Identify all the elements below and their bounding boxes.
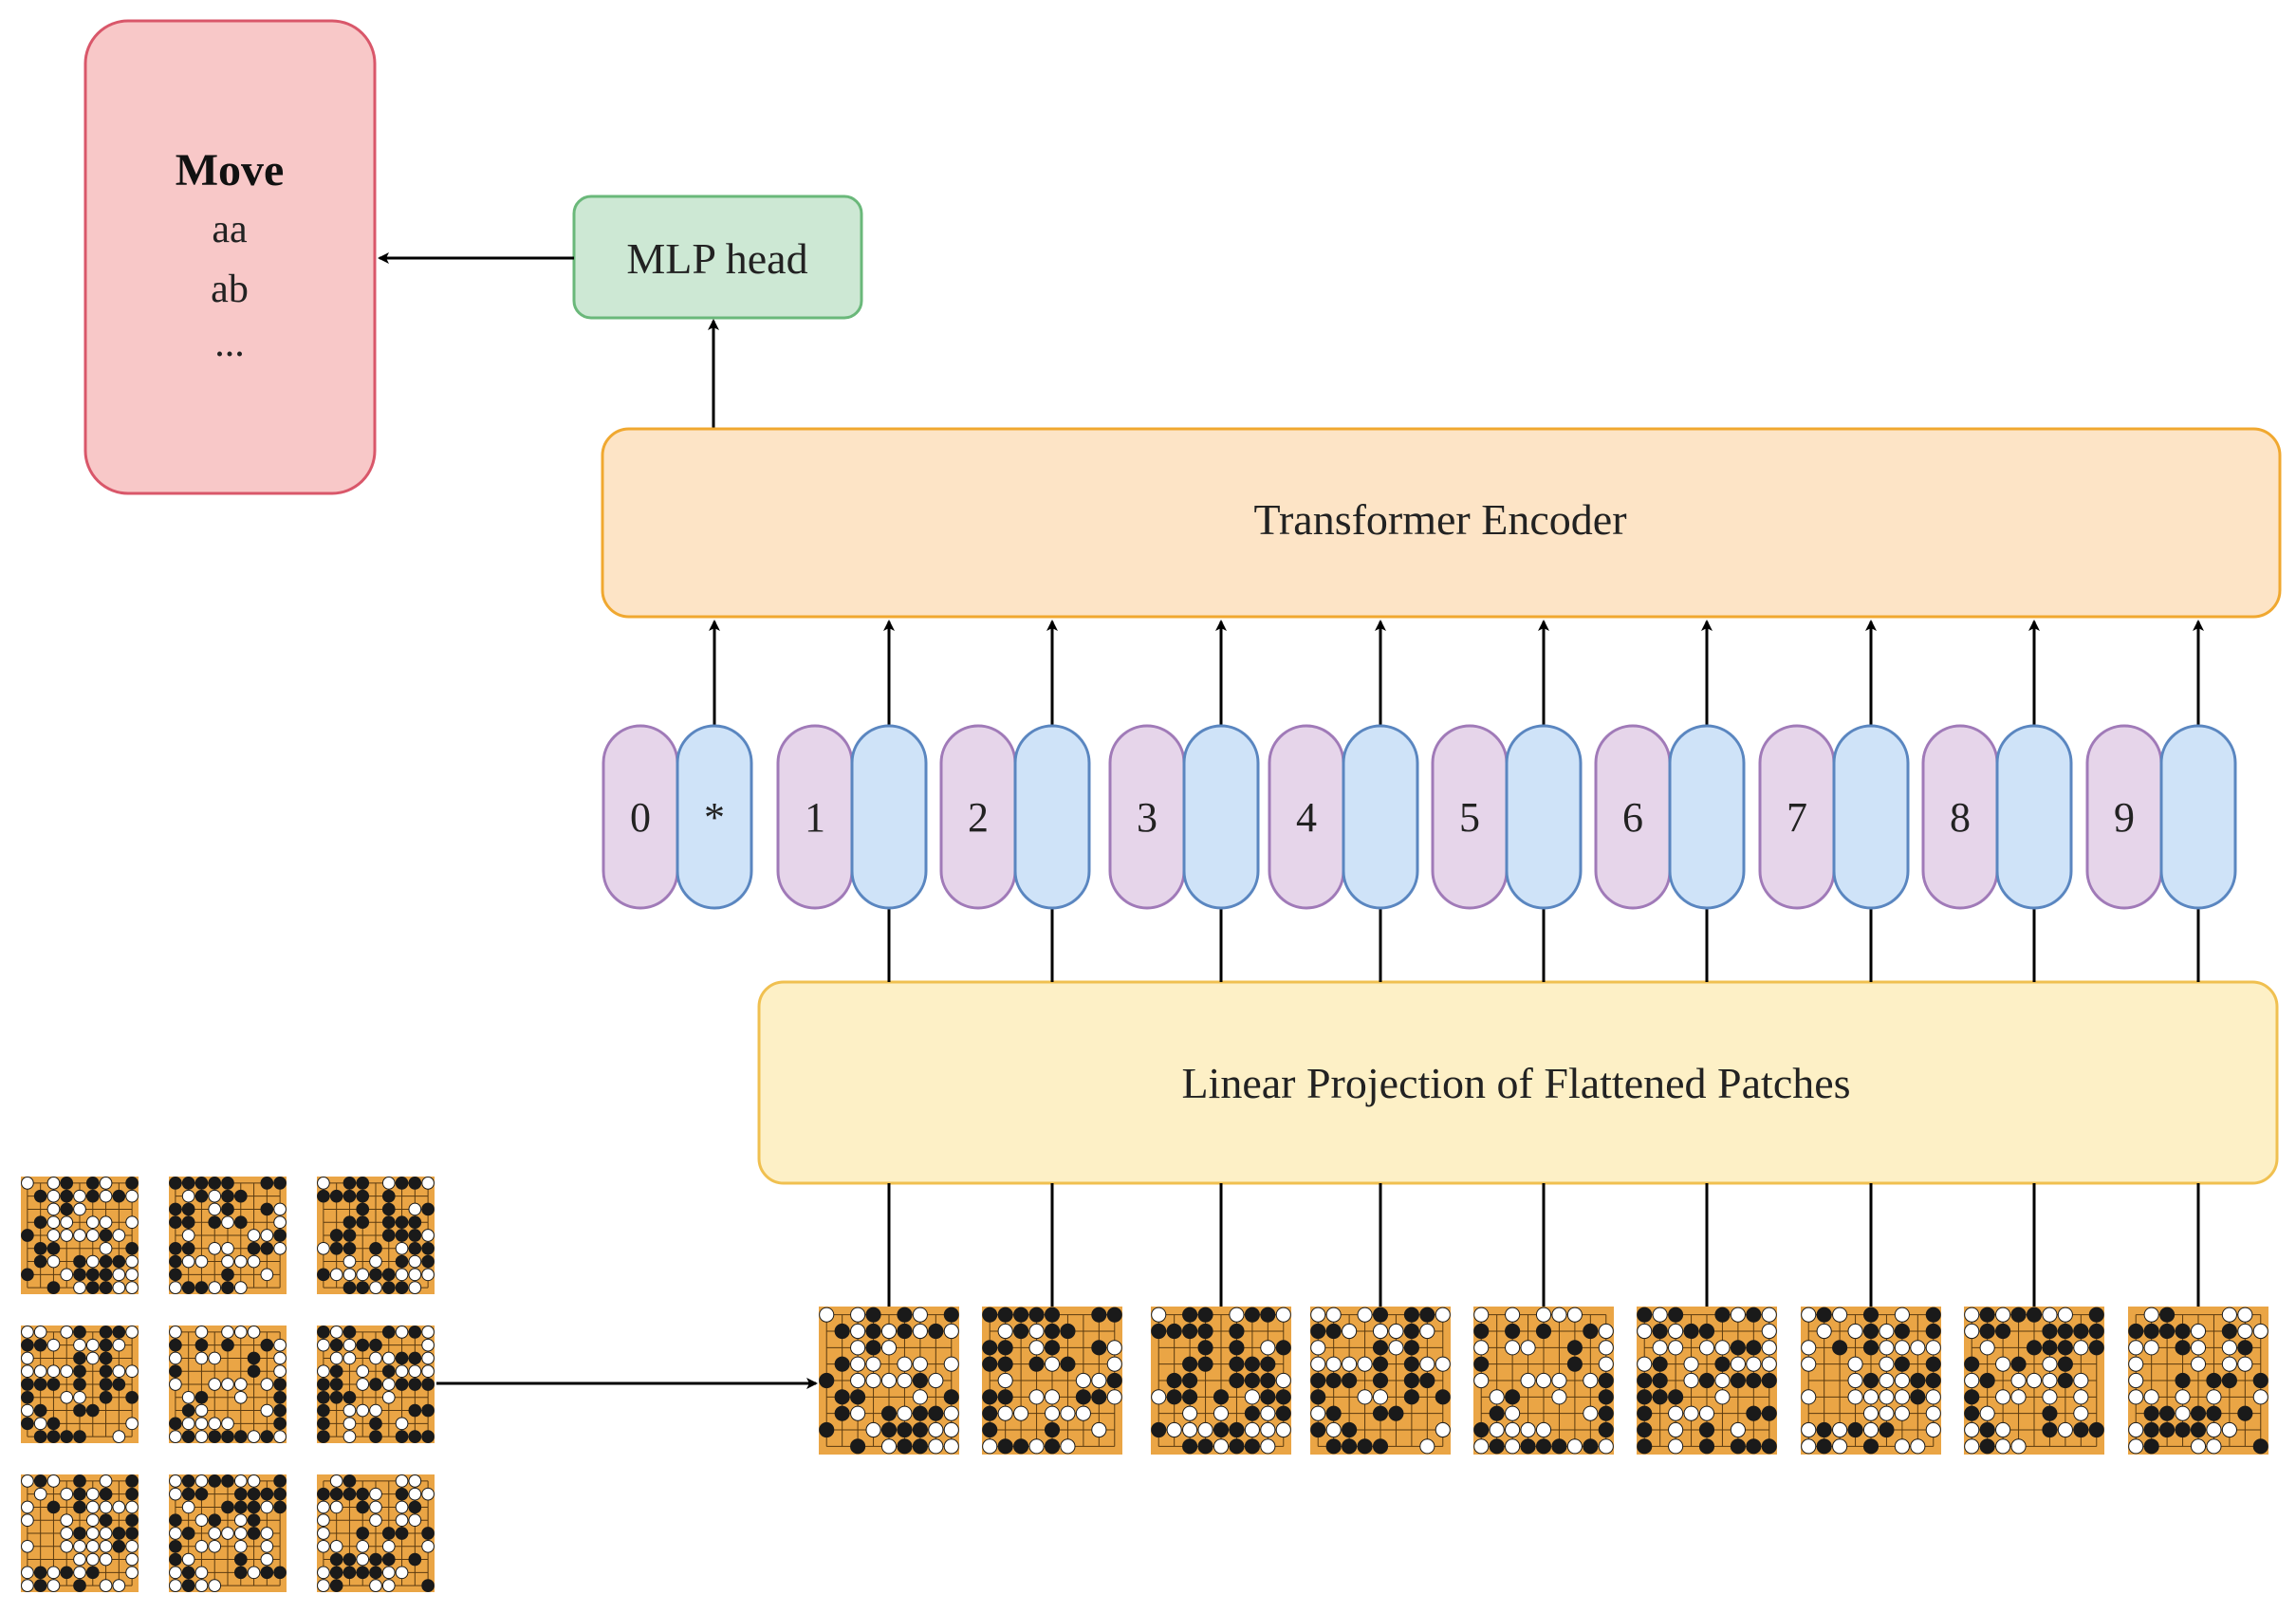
patch-sequence bbox=[819, 1307, 2268, 1455]
output-move-box: Move aa ab ... bbox=[83, 19, 377, 495]
grid-patch-4 bbox=[21, 1326, 139, 1443]
output-title: Move bbox=[176, 145, 285, 195]
position-embedding-label: 1 bbox=[805, 794, 825, 841]
grid-patch-7 bbox=[21, 1474, 139, 1592]
grid-patch-2 bbox=[169, 1177, 287, 1294]
grid-patch-6 bbox=[317, 1326, 435, 1443]
token-pair-0: 0* bbox=[602, 724, 753, 910]
transformer-encoder-label: Transformer Encoder bbox=[1253, 495, 1626, 544]
patch-embedding-pill bbox=[850, 724, 928, 910]
position-embedding-label: 0 bbox=[630, 794, 651, 841]
patch-embedding-pill bbox=[1832, 724, 1910, 910]
patch-5 bbox=[1473, 1307, 1614, 1455]
output-item-1: aa bbox=[212, 208, 248, 251]
position-embedding-label: 3 bbox=[1137, 794, 1157, 841]
position-embedding-label: 7 bbox=[1787, 794, 1807, 841]
token-pair-5: 5 bbox=[1431, 724, 1583, 910]
position-embedding-label: 9 bbox=[2114, 794, 2135, 841]
patch-embedding-pill bbox=[1995, 724, 2073, 910]
patch-8 bbox=[1964, 1307, 2104, 1455]
patch-embedding-label: * bbox=[704, 794, 725, 841]
grid-patch-9 bbox=[317, 1474, 435, 1592]
connector-lines bbox=[709, 620, 2204, 1307]
linear-projection-label: Linear Projection of Flattened Patches bbox=[1181, 1059, 1850, 1107]
grid-patch-5 bbox=[169, 1326, 287, 1443]
patch-7 bbox=[1801, 1307, 1941, 1455]
linear-projection-box: Linear Projection of Flattened Patches bbox=[757, 980, 2279, 1185]
grid-patch-3 bbox=[317, 1177, 435, 1294]
transformer-encoder-box: Transformer Encoder bbox=[601, 427, 2282, 619]
position-embedding-label: 4 bbox=[1296, 794, 1317, 841]
token-pair-9: 9 bbox=[2085, 724, 2237, 910]
patch-embedding-pill bbox=[1182, 724, 1260, 910]
patch-4 bbox=[1310, 1307, 1451, 1455]
position-embedding-label: 8 bbox=[1950, 794, 1971, 841]
position-embedding-label: 5 bbox=[1459, 794, 1480, 841]
patch-9 bbox=[2128, 1307, 2268, 1455]
token-pair-1: 1 bbox=[776, 724, 928, 910]
patch-6 bbox=[1637, 1307, 1777, 1455]
patch-embedding-pill bbox=[2159, 724, 2237, 910]
token-pair-4: 4 bbox=[1268, 724, 1419, 910]
mlp-head-label: MLP head bbox=[626, 234, 807, 283]
output-item-2: ab bbox=[211, 268, 249, 311]
patch-3 bbox=[1151, 1307, 1291, 1455]
token-pair-2: 2 bbox=[939, 724, 1091, 910]
position-embedding-label: 2 bbox=[968, 794, 989, 841]
patch-2 bbox=[982, 1307, 1122, 1455]
patch-embedding-pill bbox=[1505, 724, 1583, 910]
token-pair-7: 7 bbox=[1758, 724, 1910, 910]
output-item-3: ... bbox=[214, 322, 245, 365]
patch-embedding-pill bbox=[1342, 724, 1419, 910]
token-pair-8: 8 bbox=[1921, 724, 2073, 910]
token-pair-3: 3 bbox=[1108, 724, 1260, 910]
patch-embedding-pill bbox=[676, 724, 753, 910]
grid-patch-8 bbox=[169, 1474, 287, 1592]
position-embedding-label: 6 bbox=[1622, 794, 1643, 841]
input-board-grid bbox=[21, 1177, 435, 1592]
token-pair-6: 6 bbox=[1594, 724, 1746, 910]
grid-patch-1 bbox=[21, 1177, 139, 1294]
patch-embedding-pill bbox=[1668, 724, 1746, 910]
mlp-head-box: MLP head bbox=[572, 195, 863, 320]
patch-1 bbox=[819, 1307, 959, 1455]
patch-embedding-pill bbox=[1013, 724, 1091, 910]
